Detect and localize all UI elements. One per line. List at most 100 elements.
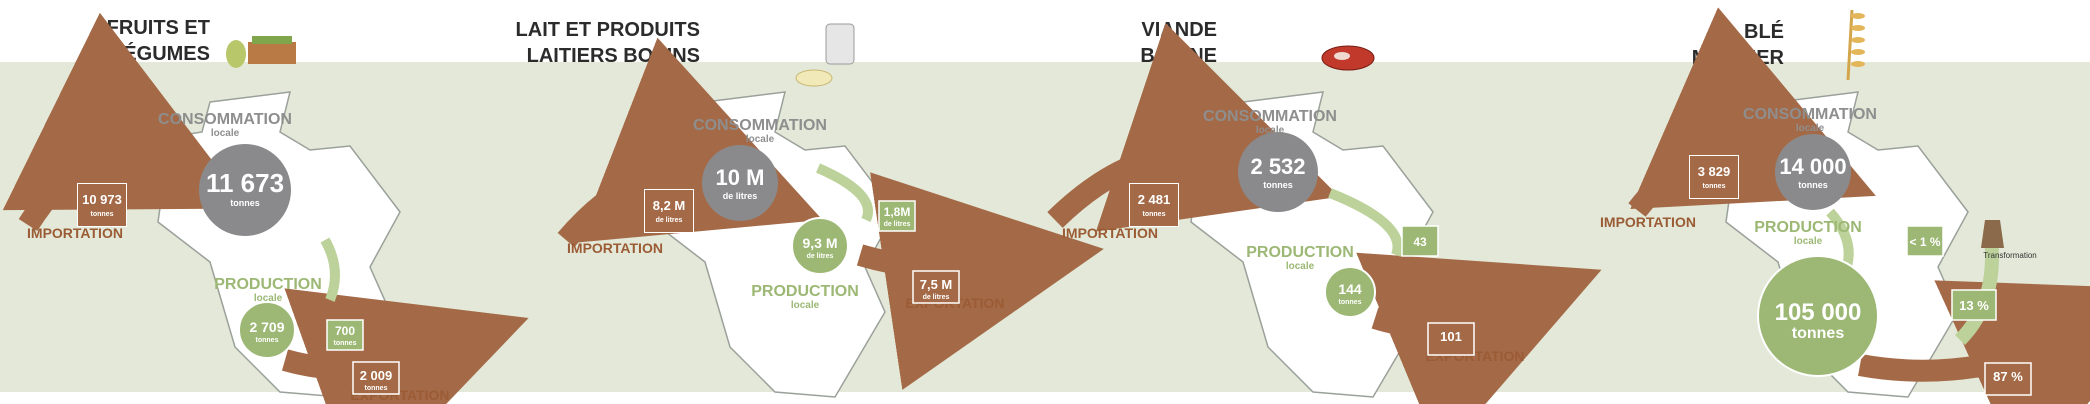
consumption-unit: de litres <box>723 191 758 201</box>
local-flow-value: < 1 % <box>1909 235 1940 249</box>
production-sublabel: locale <box>791 300 820 311</box>
export-box <box>352 361 400 395</box>
production-sublabel: locale <box>254 293 283 304</box>
local-flow-box <box>326 319 364 351</box>
consumption-label: CONSOMMATION <box>1203 108 1337 125</box>
production-circle <box>1757 255 1879 377</box>
local-flow-unit: tonnes <box>334 340 357 347</box>
local-flow-arrow <box>816 163 873 223</box>
production-unit: tonnes <box>1792 325 1845 342</box>
consumption-sublabel: locale <box>1796 123 1825 134</box>
local-flow-value: 43 <box>1413 235 1427 249</box>
import-label: IMPORTATION <box>1062 225 1158 241</box>
production-value: 144 <box>1338 281 1362 297</box>
local-flow-unit: de litres <box>884 221 911 228</box>
consumption-unit: tonnes <box>1798 180 1828 190</box>
export-box <box>912 270 960 304</box>
panel-title-line1: LAIT ET PRODUITS <box>516 19 700 41</box>
production-label: PRODUCTION <box>751 283 859 300</box>
export-value: 87 % <box>1993 369 2023 384</box>
consumption-sublabel: locale <box>1256 125 1285 136</box>
local-flow-box <box>1401 225 1439 257</box>
import-arrow <box>557 37 823 248</box>
transformation-value: 13 % <box>1959 298 1989 313</box>
panel-title-line1: FRUITS ET <box>107 17 210 39</box>
panel-2: LAIT ET PRODUITS LAITIERS BOVINS IMPORTATI… <box>516 19 1104 398</box>
production-value: 9,3 M <box>802 235 837 251</box>
consumption-unit: tonnes <box>1263 180 1293 190</box>
export-value: 7,5 M <box>920 277 953 292</box>
local-flow-box <box>878 200 916 232</box>
production-value: 105 000 <box>1775 299 1862 326</box>
import-unit: tonnes <box>91 211 114 218</box>
production-circle <box>1324 266 1376 318</box>
transformation-group: Transformation 13 % <box>1951 220 2037 345</box>
fruits-vegetables-icon <box>226 36 296 68</box>
production-unit: tonnes <box>1339 299 1362 306</box>
local-flow-value: 1,8M <box>884 205 911 219</box>
panel-title-line1: VIANDE <box>1141 19 1217 41</box>
production-sublabel: locale <box>1286 261 1315 272</box>
import-unit: tonnes <box>1143 211 1166 218</box>
production-label: PRODUCTION <box>1754 219 1862 236</box>
production-unit: tonnes <box>256 337 279 344</box>
import-label: IMPORTATION <box>567 240 663 256</box>
consumption-label: CONSOMMATION <box>693 117 827 134</box>
local-flow-arrow <box>1328 188 1403 257</box>
import-box <box>1690 156 1738 198</box>
export-box <box>1984 362 2032 396</box>
import-unit: tonnes <box>1703 183 1726 190</box>
import-label: IMPORTATION <box>27 225 123 241</box>
import-box <box>645 190 693 232</box>
flour-sack-icon <box>1981 220 2004 248</box>
import-value: 10 973 <box>82 192 122 207</box>
import-value: 2 481 <box>1138 192 1171 207</box>
production-label: PRODUCTION <box>214 276 322 293</box>
import-label: IMPORTATION <box>1600 214 1696 230</box>
import-value: 8,2 M <box>653 198 686 213</box>
consumption-circle <box>702 145 778 221</box>
export-arrow <box>856 172 1104 390</box>
production-sublabel: locale <box>1794 236 1823 247</box>
export-unit: de litres <box>923 294 950 301</box>
consumption-value: 14 000 <box>1779 154 1846 179</box>
steak-icon <box>1321 45 1375 71</box>
production-value: 2 709 <box>249 319 284 335</box>
production-circle <box>238 301 296 359</box>
production-unit: de litres <box>807 253 834 260</box>
panel-title-line2: BOVINE <box>1140 45 1217 67</box>
consumption-sublabel: locale <box>211 128 240 139</box>
export-box <box>1427 322 1475 356</box>
import-arrow <box>1047 22 1340 232</box>
consumption-circle <box>199 144 291 236</box>
panel-title-line2: LÉGUMES <box>111 42 210 65</box>
panel-title-line2: LAITIERS BOVINS <box>527 45 700 67</box>
consumption-sublabel: locale <box>746 134 775 145</box>
transformation-box <box>1951 289 1997 321</box>
export-value: 101 <box>1440 329 1462 344</box>
consumption-label: CONSOMMATION <box>1743 106 1877 123</box>
transformation-label: Transformation <box>1983 251 2037 260</box>
local-flow-value: 700 <box>335 324 355 338</box>
import-box <box>1130 184 1178 226</box>
local-flow-box <box>1906 225 1944 257</box>
panel-title-line2: MEUNIER <box>1692 47 1785 69</box>
consumption-value: 11 673 <box>206 168 284 198</box>
import-box <box>78 184 126 226</box>
import-arrow <box>1628 7 1876 217</box>
consumption-circle <box>1775 134 1851 210</box>
production-label: PRODUCTION <box>1246 244 1354 261</box>
import-arrow <box>2 12 249 231</box>
consumption-circle <box>1238 132 1318 212</box>
panel-title-line1: BLÉ <box>1744 20 1784 43</box>
consumption-label: CONSOMMATION <box>158 111 292 128</box>
consumption-unit: tonnes <box>230 198 260 208</box>
import-unit: de litres <box>656 217 683 224</box>
export-unit: tonnes <box>365 385 388 392</box>
consumption-value: 10 M <box>716 165 765 190</box>
